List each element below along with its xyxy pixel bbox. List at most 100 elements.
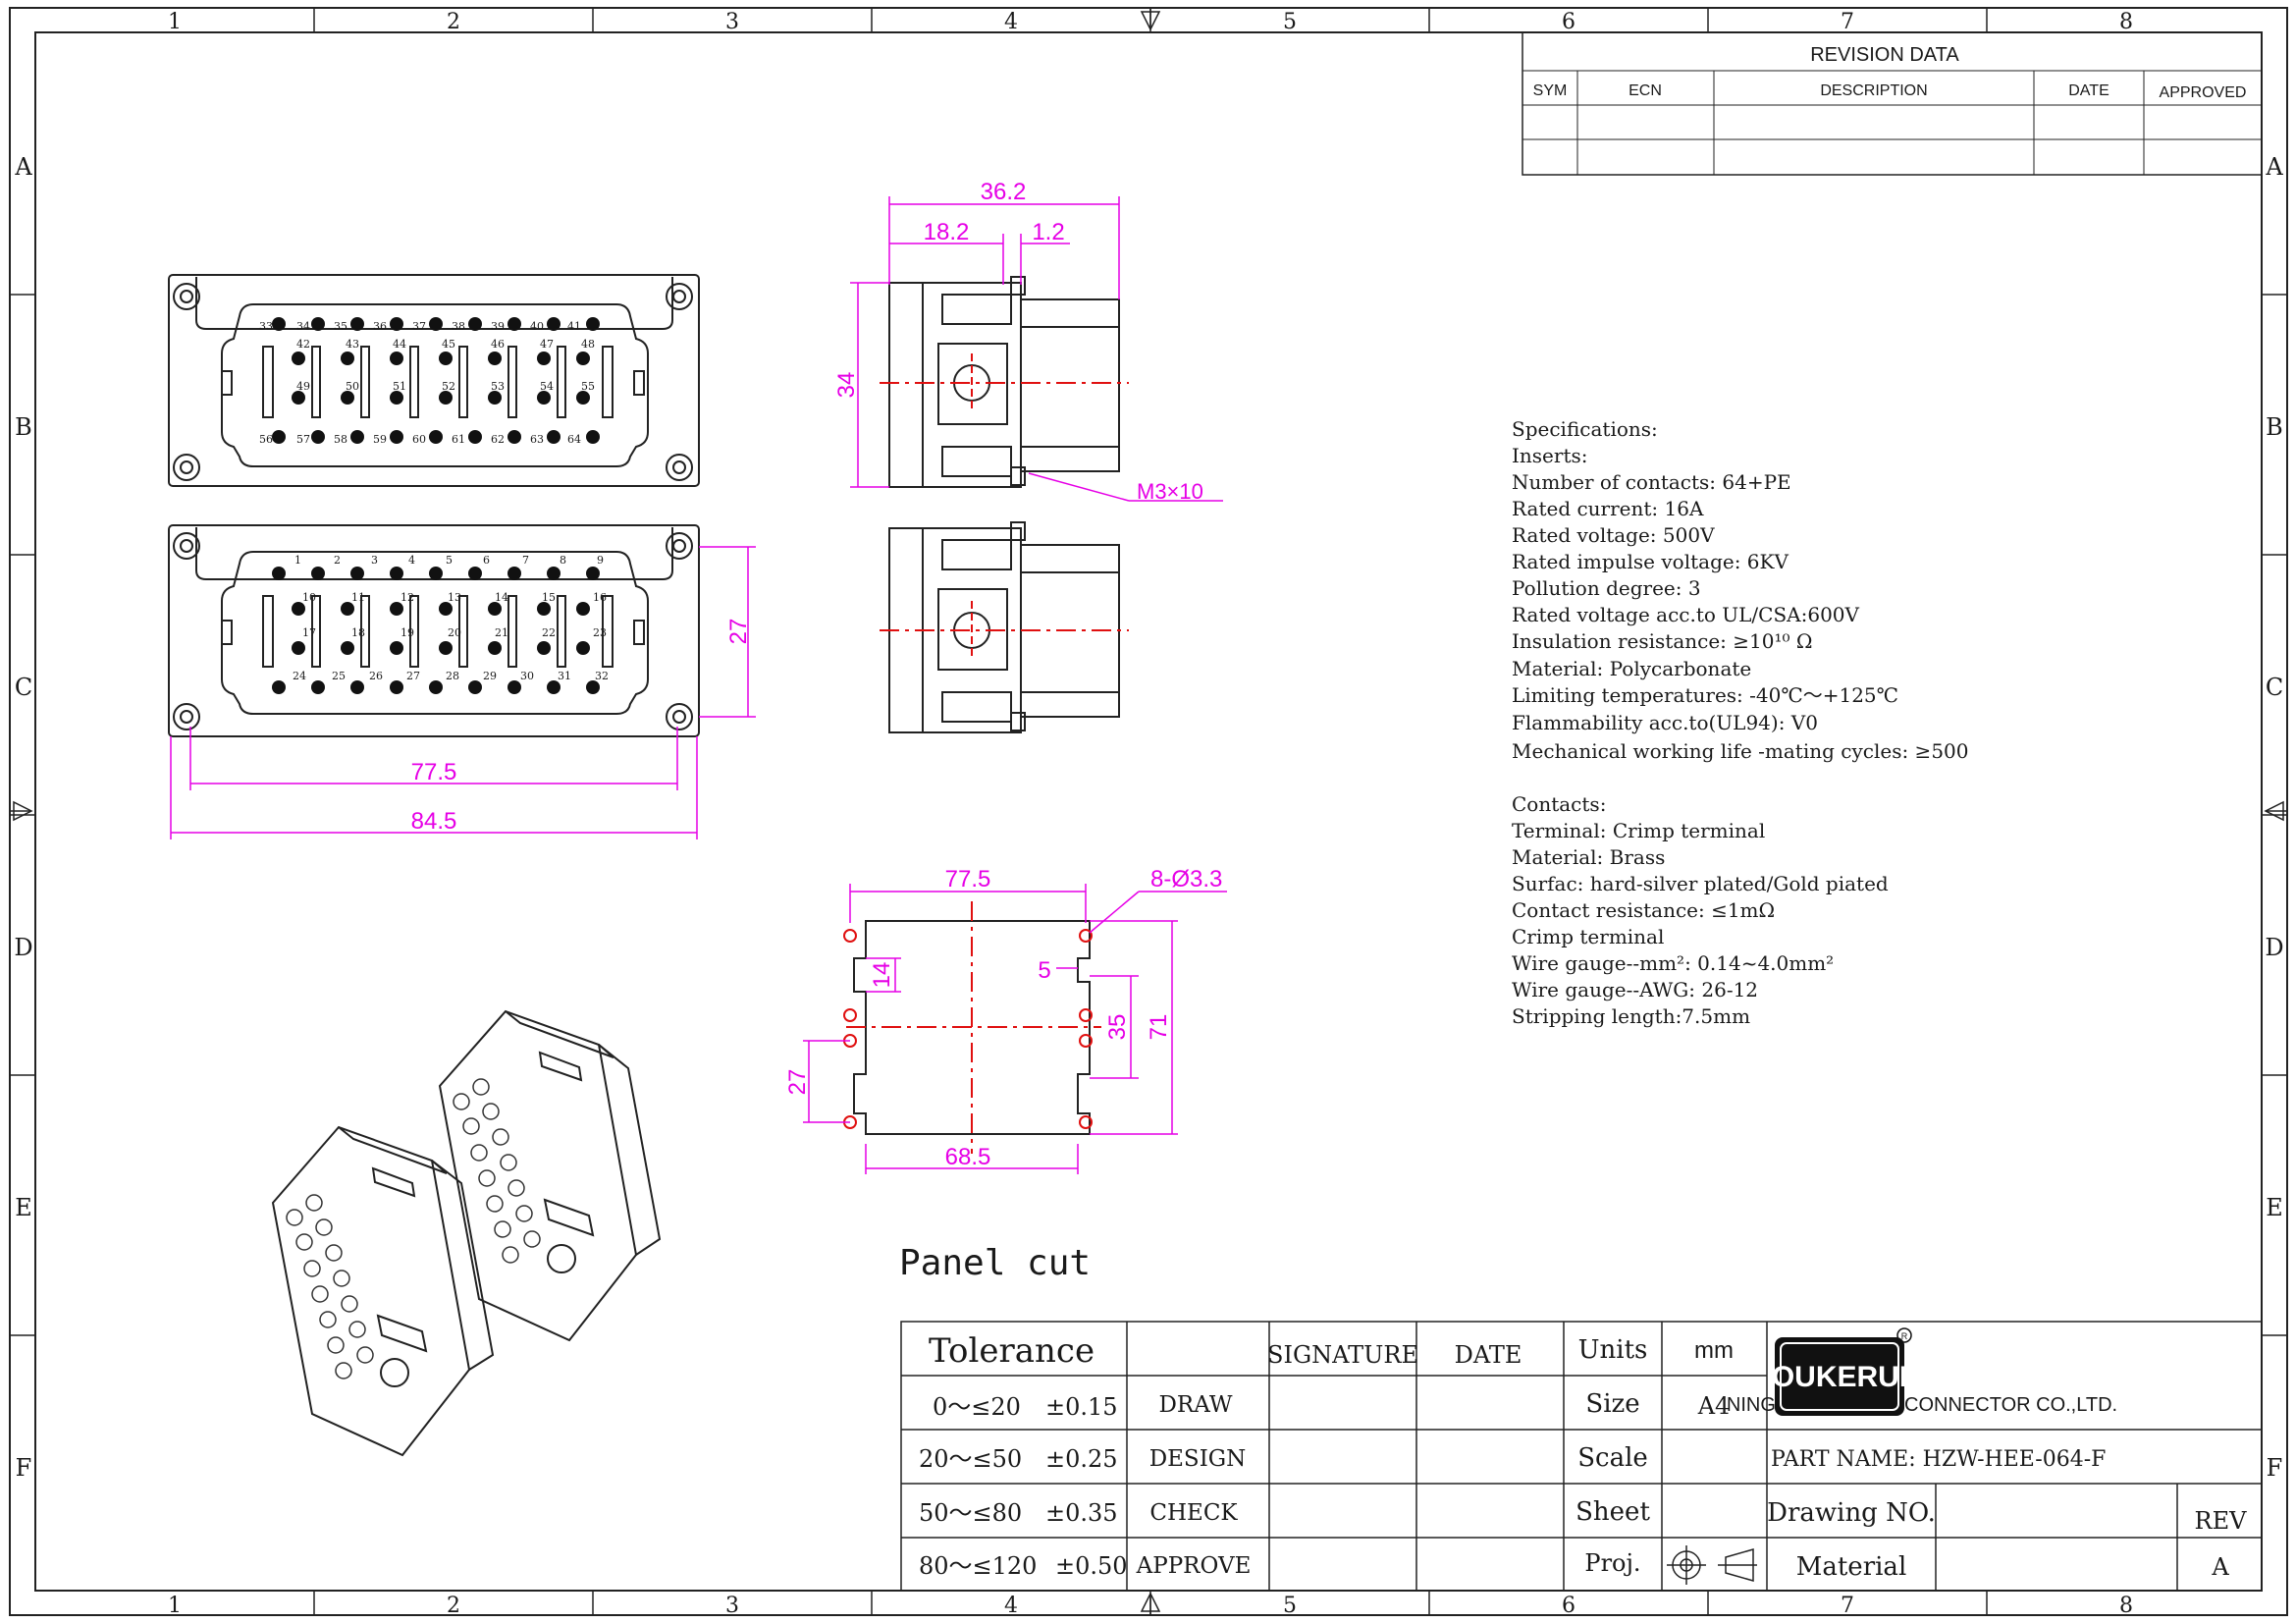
rev-col-description: DESCRIPTION [1820,82,1927,99]
spec-line: Rated impulse voltage: 6KV [1512,550,1789,573]
tb-rev: REV [2195,1507,2248,1535]
col-label-bottom: 2 [447,1594,460,1618]
tb-tol-value: ±0.15 [1045,1393,1118,1421]
spec-line: Flammability acc.to(UL94): V0 [1512,711,1818,734]
lower-pin-labels: 1 2 3 4 5 6 7 8 9 10 11 12 13 14 15 16 1… [293,554,609,682]
spec-heading: Specifications: [1512,417,1658,441]
title-block-text: Tolerance SIGNATURE DATE Units mm 0～≤20 … [919,1331,2247,1582]
contact-line: Crimp terminal [1512,925,1664,948]
col-label-top: 2 [447,10,460,34]
tb-material: Material [1796,1552,1907,1582]
pin-label: 14 [495,591,508,604]
inner-frame [34,31,2263,1592]
isometric-pins [286,1078,541,1380]
pin-label: 4 [408,554,415,567]
spec-line: Number of contacts: 64+PE [1512,470,1791,494]
registered-mark: R [1901,1331,1908,1341]
pin-label: 9 [597,554,604,567]
row-label-left: B [15,413,32,441]
pin-label: 63 [530,433,544,446]
col-label-top: 7 [1841,10,1854,34]
side-view-upper [888,276,1120,488]
projection-symbol-icon [1667,1545,1757,1585]
pin-label: 41 [567,320,581,333]
pin-label: 27 [406,670,420,682]
side-view-lower [888,521,1120,733]
contacts-heading: Contacts: [1512,792,1606,816]
side-dimensions [850,196,1223,502]
tb-rev-value: A [2211,1553,2229,1581]
pin-label: 42 [296,338,310,351]
tb-tol-range: 80～≤120 [919,1552,1037,1580]
rev-col-date: DATE [2068,82,2109,99]
pin-label: 8 [560,554,566,567]
pin-label: 16 [593,591,607,604]
tb-tol-range: 50～≤80 [919,1499,1022,1527]
pin-label: 28 [446,670,459,682]
dim-side-height: 34 [833,372,860,399]
pin-label: 52 [442,380,455,393]
pin-label: 40 [530,320,544,333]
pin-label: 46 [491,338,505,351]
dim-cut-left: 27 [784,1069,811,1096]
pin-label: 25 [332,670,346,682]
pin-label: 43 [346,338,359,351]
tb-drawing-no: Drawing NO. [1767,1498,1936,1528]
front-view-lower [168,524,700,737]
row-label-left: C [15,674,32,701]
dim-cut-notch: 14 [869,962,895,989]
tb-role-draw: DRAW [1158,1392,1232,1418]
tb-role-approve: APPROVE [1136,1553,1252,1579]
pin-label: 1 [294,554,301,567]
pin-label: 36 [373,320,387,333]
pin-label: 7 [522,554,529,567]
row-label-right: C [2266,674,2283,701]
tb-part-name: PART NAME: HZW-HEE-064-F [1771,1447,2106,1472]
contact-line: Terminal: Crimp terminal [1512,819,1765,842]
row-label-right: A [2265,153,2283,181]
dim-front-height: 27 [725,619,752,645]
spec-line: Material: Polycarbonate [1512,657,1751,680]
col-label-bottom: 8 [2119,1594,2133,1618]
pin-label: 49 [296,380,310,393]
front-view-upper-pins [272,317,600,444]
pin-label: 44 [393,338,406,351]
contact-line: Contact resistance: ≤1mΩ [1512,898,1775,922]
col-label-bottom: 5 [1283,1594,1297,1618]
spec-line: Rated current: 16A [1512,497,1704,520]
pin-label: 58 [334,433,347,446]
spec-line: Pollution degree: 3 [1512,576,1701,600]
pin-label: 55 [581,380,595,393]
pin-label: 23 [593,626,607,639]
col-label-top: 3 [725,10,739,34]
dim-front-outer-width: 84.5 [411,808,457,835]
col-label-bottom: 7 [1841,1594,1854,1618]
tb-units: Units [1578,1335,1648,1365]
logo-text: OUKERUI [1772,1361,1907,1393]
contact-line: Wire gauge--mm²: 0.14~4.0mm² [1512,951,1834,975]
pin-label: 3 [371,554,378,567]
tb-proj: Proj. [1584,1549,1640,1577]
col-label-bottom: 1 [168,1594,182,1618]
pin-label: 19 [400,626,414,639]
dim-cut-holes: 8-Ø3.3 [1150,866,1222,893]
pin-label: 62 [491,433,505,446]
tb-size: Size [1585,1389,1639,1419]
dim-side-width: 36.2 [981,179,1027,205]
tb-date: DATE [1455,1341,1522,1369]
row-label-right: D [2265,934,2283,961]
pin-label: 37 [412,320,426,333]
tb-tolerance: Tolerance [929,1331,1095,1371]
spec-line: Mechanical working life -mating cycles: … [1512,739,1969,763]
company-logo: OUKERUI R [1772,1327,1912,1416]
contact-line: Stripping length:7.5mm [1512,1004,1750,1028]
row-label-left: D [14,934,32,961]
dim-front-inner-width: 77.5 [411,759,457,785]
row-label-right: B [2266,413,2283,441]
pin-label: 51 [393,380,406,393]
pin-label: 56 [259,433,273,446]
pin-label: 57 [296,433,310,446]
pin-label: 32 [595,670,609,682]
pin-label: 26 [369,670,383,682]
pin-label: 30 [520,670,534,682]
